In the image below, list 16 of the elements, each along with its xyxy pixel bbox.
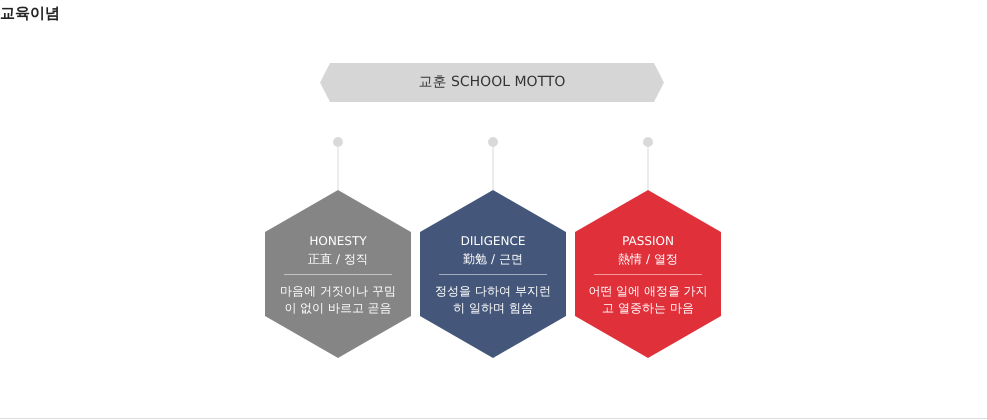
value-heading: HONESTY <box>309 233 367 250</box>
value-hexagon <box>575 190 721 358</box>
value-description: 마음에 거짓이나 꾸밈이 없이 바르고 곧음 <box>279 283 397 317</box>
value-subheading: 熱情 / 열정 <box>618 251 678 268</box>
value-heading: DILIGENCE <box>460 233 526 250</box>
value-description: 정성을 다하여 부지런히 일하며 힘씀 <box>434 283 552 317</box>
banner-title: 교훈 SCHOOL MOTTO <box>418 73 566 92</box>
connector-line <box>492 146 494 190</box>
value-subheading: 正直 / 정직 <box>308 251 368 268</box>
value-heading: PASSION <box>622 233 674 250</box>
value-subheading: 勤勉 / 근면 <box>463 251 523 268</box>
value-hexagon <box>265 190 411 358</box>
page-title: 교육이념 <box>0 3 60 24</box>
value-description: 어떤 일에 애정을 가지고 열중하는 마음 <box>587 283 709 317</box>
banner-ribbon <box>320 63 664 102</box>
value-hexagon <box>420 190 566 358</box>
